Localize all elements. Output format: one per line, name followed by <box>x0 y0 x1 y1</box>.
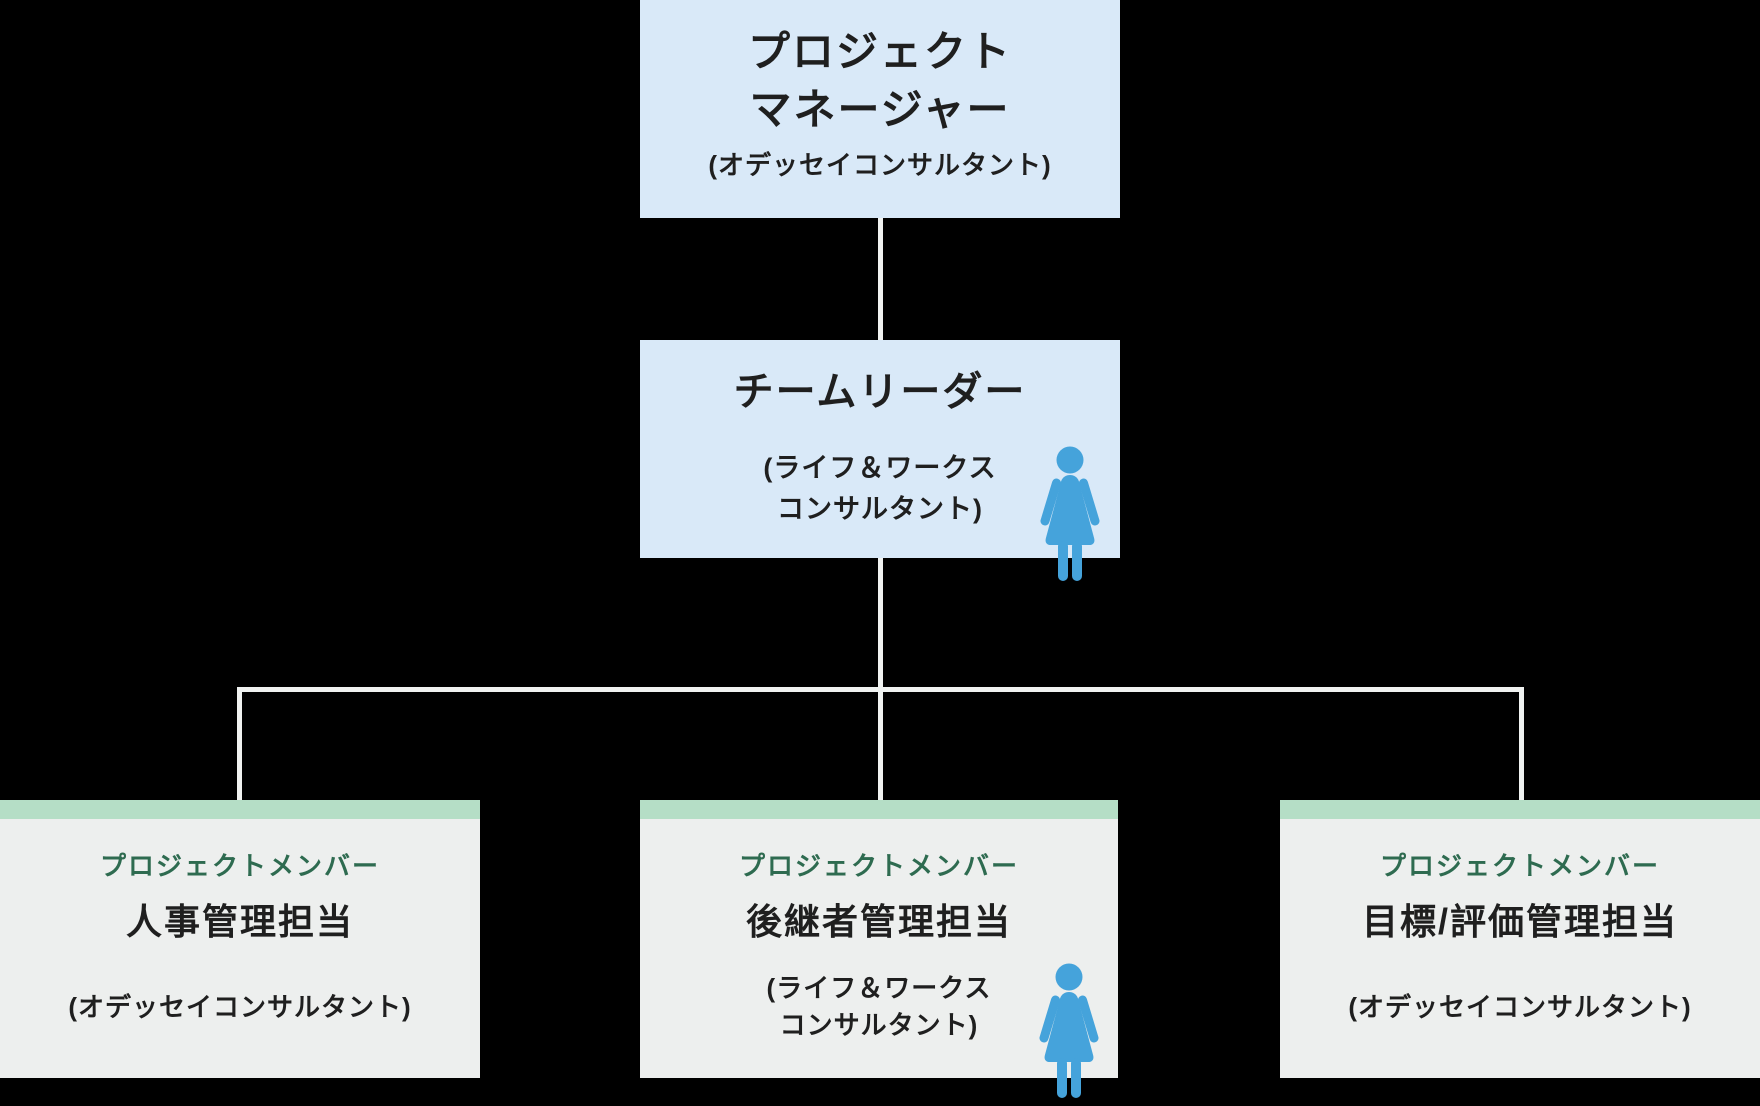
member-role-label: プロジェクトメンバー <box>1379 851 1660 881</box>
manager-box: プロジェクト マネージャー (オデッセイコンサルタント) <box>640 0 1120 218</box>
female-person-icon <box>1039 963 1099 1098</box>
member-box-succession: プロジェクトメンバー 後継者管理担当 (ライフ＆ワークス コンサルタント) <box>640 800 1118 1078</box>
connector-leader-to-bar <box>878 558 883 691</box>
member-box-hr: プロジェクトメンバー 人事管理担当 (オデッセイコンサルタント) <box>0 800 480 1078</box>
member-title: 人事管理担当 <box>125 901 354 942</box>
member-role-label: プロジェクトメンバー <box>738 851 1019 881</box>
member-subtitle: (オデッセイコンサルタント) <box>68 991 412 1022</box>
female-person-icon <box>1040 446 1100 581</box>
connector-drop-member-3 <box>1519 687 1524 802</box>
team-leader-box: チームリーダー (ライフ＆ワークス コンサルタント) <box>640 340 1120 558</box>
member-role-label: プロジェクトメンバー <box>99 851 380 881</box>
connector-drop-member-1 <box>237 687 242 802</box>
member-title: 目標/評価管理担当 <box>1361 901 1678 942</box>
manager-title: プロジェクト マネージャー <box>747 28 1012 133</box>
connector-drop-member-2 <box>878 687 883 802</box>
member-subtitle: (ライフ＆ワークス コンサルタント) <box>766 973 992 1040</box>
member-title: 後継者管理担当 <box>745 901 1012 942</box>
member-subtitle: (オデッセイコンサルタント) <box>1348 991 1692 1022</box>
member-box-goals-evaluation: プロジェクトメンバー 目標/評価管理担当 (オデッセイコンサルタント) <box>1280 800 1760 1078</box>
team-leader-title: チームリーダー <box>733 370 1027 414</box>
team-leader-subtitle: (ライフ＆ワークス コンサルタント) <box>763 453 997 524</box>
manager-subtitle: (オデッセイコンサルタント) <box>708 150 1052 180</box>
connector-manager-to-leader <box>878 218 883 340</box>
